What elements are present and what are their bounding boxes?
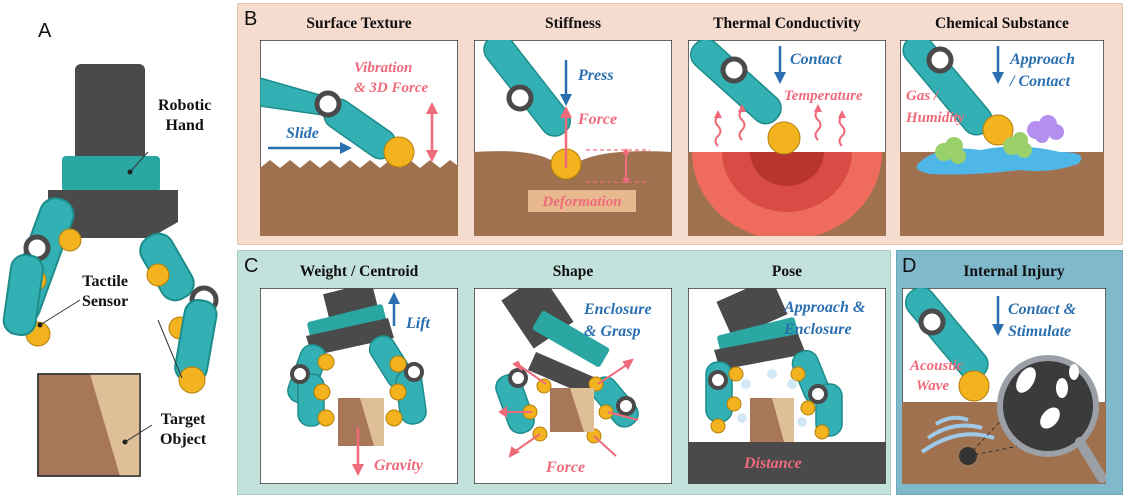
title-chemical-substance: Chemical Substance	[935, 15, 1069, 32]
acoustic-label: Acoustic	[909, 358, 964, 374]
gravity-label: Gravity	[374, 457, 424, 474]
distance-label: Distance	[743, 455, 802, 472]
tactile-sensor-label: Tactile Sensor	[82, 273, 129, 310]
pose-approach-label: Approach &	[783, 299, 866, 316]
internal-injury-illustration: Contact & Stimulate Acoustic Wave	[902, 288, 1106, 484]
grasp-label: & Grasp	[584, 323, 640, 340]
gas-label: Gas /	[906, 88, 940, 104]
stiffness-illustration: Press Force Deformation	[474, 40, 672, 236]
panel-a-illustration	[2, 64, 219, 477]
shape-illustration: Enclosure & Grasp Force	[474, 288, 672, 484]
force3d-label: & 3D Force	[354, 80, 429, 96]
enclosure-label: Enclosure	[583, 301, 652, 318]
surface-texture-illustration: Slide Vibration & 3D Force	[260, 40, 458, 236]
approach-label: Approach	[1009, 51, 1075, 68]
title-pose: Pose	[771, 263, 803, 280]
title-thermal-conductivity: Thermal Conductivity	[713, 15, 861, 32]
pose-enclosure-label: Enclosure	[783, 321, 852, 338]
panel-letter-a: A	[38, 20, 52, 42]
robotic-hand-label: Robotic Hand	[158, 97, 212, 134]
pose-illustration: Approach & Enclosure Distance	[688, 288, 886, 484]
slide-label: Slide	[286, 125, 319, 142]
vibration-label: Vibration	[354, 60, 412, 76]
title-shape: Shape	[552, 263, 594, 280]
force-label: Force	[577, 111, 617, 128]
injury-contact-label: Contact &	[1008, 301, 1077, 318]
target-object-label: Target Object	[160, 411, 207, 448]
deformation-label: Deformation	[541, 194, 621, 210]
panel-letter-d: D	[902, 255, 917, 277]
stimulate-label: Stimulate	[1008, 323, 1071, 340]
panel-letter-c: C	[244, 255, 259, 277]
title-internal-injury: Internal Injury	[963, 263, 1065, 280]
press-label: Press	[577, 67, 614, 84]
title-stiffness: Stiffness	[545, 15, 601, 32]
title-weight-centroid: Weight / Centroid	[299, 263, 419, 280]
humidity-label: Humidity	[905, 110, 965, 126]
contact-label: Contact	[790, 51, 842, 68]
chemical-illustration: Approach / Contact Gas / Humidity	[900, 40, 1104, 236]
title-surface-texture: Surface Texture	[306, 15, 412, 32]
temperature-label: Temperature	[784, 88, 863, 104]
thermal-illustration: Contact Temperature	[688, 40, 886, 236]
lift-label: Lift	[405, 315, 431, 332]
shape-force-label: Force	[545, 459, 585, 476]
chem-contact-label: / Contact	[1009, 73, 1071, 90]
panel-letter-b: B	[244, 8, 258, 30]
wave-label: Wave	[916, 378, 949, 394]
weight-illustration: Lift Gravity	[260, 288, 458, 484]
